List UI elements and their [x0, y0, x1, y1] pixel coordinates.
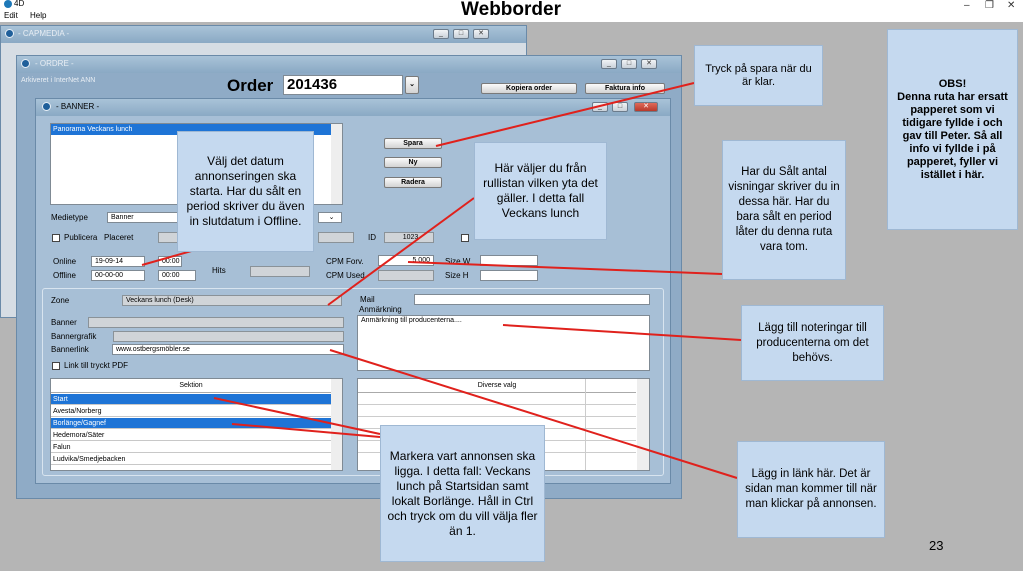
invoice-info-button[interactable]: Faktura info [585, 83, 665, 94]
maximize-button[interactable]: □ [453, 29, 469, 39]
ordre-titlebar [17, 56, 681, 73]
title-bar [0, 0, 1023, 22]
close-button[interactable]: ✕ [641, 59, 657, 69]
app-name: 4D [14, 0, 25, 8]
app-icon [4, 0, 12, 8]
list-item[interactable]: Falun [51, 442, 331, 453]
list-item[interactable]: Avesta/Norberg [51, 406, 331, 417]
cpm-forv-label: CPM Forv. [326, 257, 364, 266]
order-label: Order [227, 76, 274, 95]
offline-time-field[interactable]: 00:00 [158, 270, 196, 281]
table-column-divider [585, 379, 586, 470]
cpm-forv-field[interactable]: 5 000 [378, 255, 434, 266]
menu-edit[interactable]: Edit [4, 11, 18, 20]
callout-obs: OBS! Denna ruta har ersatt papperet som … [887, 29, 1018, 230]
banner-titlebar [36, 99, 670, 116]
hits-field [250, 266, 310, 277]
eye-icon [5, 29, 14, 38]
minimize-button[interactable]: _ [433, 29, 449, 39]
menu-help[interactable]: Help [30, 11, 47, 20]
list-item[interactable]: Ludvika/Smedjebacken [51, 454, 331, 465]
mail-field[interactable] [414, 294, 650, 305]
hits-label: Hits [212, 266, 226, 275]
bannergrafik-label: Bannergrafik [51, 332, 97, 341]
size-h-field[interactable] [480, 270, 538, 281]
banner-title: - BANNER - [56, 102, 100, 111]
obs-body: Denna ruta har ersatt papperet som vi ti… [897, 90, 1008, 181]
minimize-icon[interactable]: – [964, 0, 970, 11]
mail-label: Mail [360, 295, 375, 304]
ordre-title: - ORDRE - [35, 59, 74, 68]
list-item[interactable]: Borlänge/Gagnef [51, 418, 331, 429]
table-row-divider [358, 404, 636, 405]
close-button[interactable]: ✕ [473, 29, 489, 39]
eye-icon [42, 102, 51, 111]
capmedia-title: - CAPMEDIA - [18, 29, 70, 38]
save-button[interactable]: Spara [384, 138, 442, 149]
page-title: Webborder [461, 0, 561, 20]
anmarkning-label: Anmärkning [359, 305, 402, 314]
chevron-down-icon[interactable]: ⌄ [405, 76, 419, 94]
publicera-checkbox[interactable] [52, 234, 60, 242]
callout-link: Lägg in länk här. Det är sidan man komme… [737, 441, 885, 538]
placeret-label: Placeret [104, 233, 134, 242]
page-number: 23 [929, 538, 944, 553]
online-label: Online [53, 257, 77, 266]
offline-date-field[interactable]: 00-00-00 [91, 270, 145, 281]
zone-label: Zone [51, 296, 70, 305]
delete-button[interactable]: Radera [384, 177, 442, 188]
banner-field[interactable] [88, 317, 344, 328]
minimize-button[interactable]: _ [601, 59, 617, 69]
callout-dropdown: Här väljer du från rullistan vilken yta … [474, 142, 607, 240]
eye-icon [21, 59, 30, 68]
diverse-header: Diverse valg [358, 379, 636, 393]
publicera-label: Publicera [64, 233, 98, 242]
link-pdf-label: Link till tryckt PDF [64, 361, 129, 370]
list-item[interactable]: Start [51, 394, 331, 405]
restore-icon[interactable]: ❐ [985, 0, 994, 11]
cpm-used-label: CPM Used [326, 271, 365, 280]
option-checkbox[interactable] [461, 234, 469, 242]
size-h-label: Size H [445, 271, 469, 280]
callout-sections: Markera vart annonsen ska ligga. I detta… [380, 425, 545, 562]
size-w-label: Size W [445, 257, 471, 266]
online-date-field[interactable]: 19-09-14 [91, 256, 145, 267]
callout-save: Tryck på spara när du är klar. [694, 45, 823, 106]
id-field: 1023 [384, 232, 434, 243]
capmedia-titlebar [1, 26, 526, 43]
obs-title: OBS! [938, 77, 967, 90]
placeret-field-end[interactable] [318, 232, 354, 243]
bannerlink-label: Bannerlink [51, 345, 89, 354]
id-label: ID [368, 233, 376, 242]
callout-impressions: Har du Sålt antal visningar skriver du i… [722, 140, 846, 280]
order-number-field[interactable]: 201436 [283, 75, 403, 95]
bannerlink-field[interactable]: www.ostbergsmöbler.se [112, 344, 344, 355]
close-button[interactable]: ✕ [634, 102, 658, 112]
maximize-button[interactable]: □ [612, 102, 628, 112]
cpm-used-field [378, 270, 434, 281]
list-item[interactable]: Panorama Veckans lunch [51, 124, 331, 135]
banner-label: Banner [51, 318, 77, 327]
new-button[interactable]: Ny [384, 157, 442, 168]
sektion-header: Sektion [51, 379, 331, 393]
zone-select[interactable]: Veckans lunch (Desk) [122, 295, 342, 306]
callout-notes: Lägg till noteringar till producenterna … [741, 305, 884, 381]
list-scrollbar[interactable] [331, 124, 342, 204]
maximize-button[interactable]: □ [621, 59, 637, 69]
archive-text: Arkiveret i InterNet ANN [21, 77, 96, 84]
callout-date: Välj det datum annonseringen ska starta.… [177, 131, 314, 252]
chevron-down-icon[interactable]: ⌄ [318, 212, 342, 223]
close-icon[interactable]: ✕ [1007, 0, 1016, 11]
offline-label: Offline [53, 271, 76, 280]
list-item[interactable]: Hedemora/Säter [51, 430, 331, 441]
medietype-label: Medietype [51, 213, 88, 222]
bannergrafik-field[interactable] [113, 331, 344, 342]
table-row-divider [358, 416, 636, 417]
link-pdf-checkbox[interactable] [52, 362, 60, 370]
copy-order-button[interactable]: Kopiera order [481, 83, 577, 94]
